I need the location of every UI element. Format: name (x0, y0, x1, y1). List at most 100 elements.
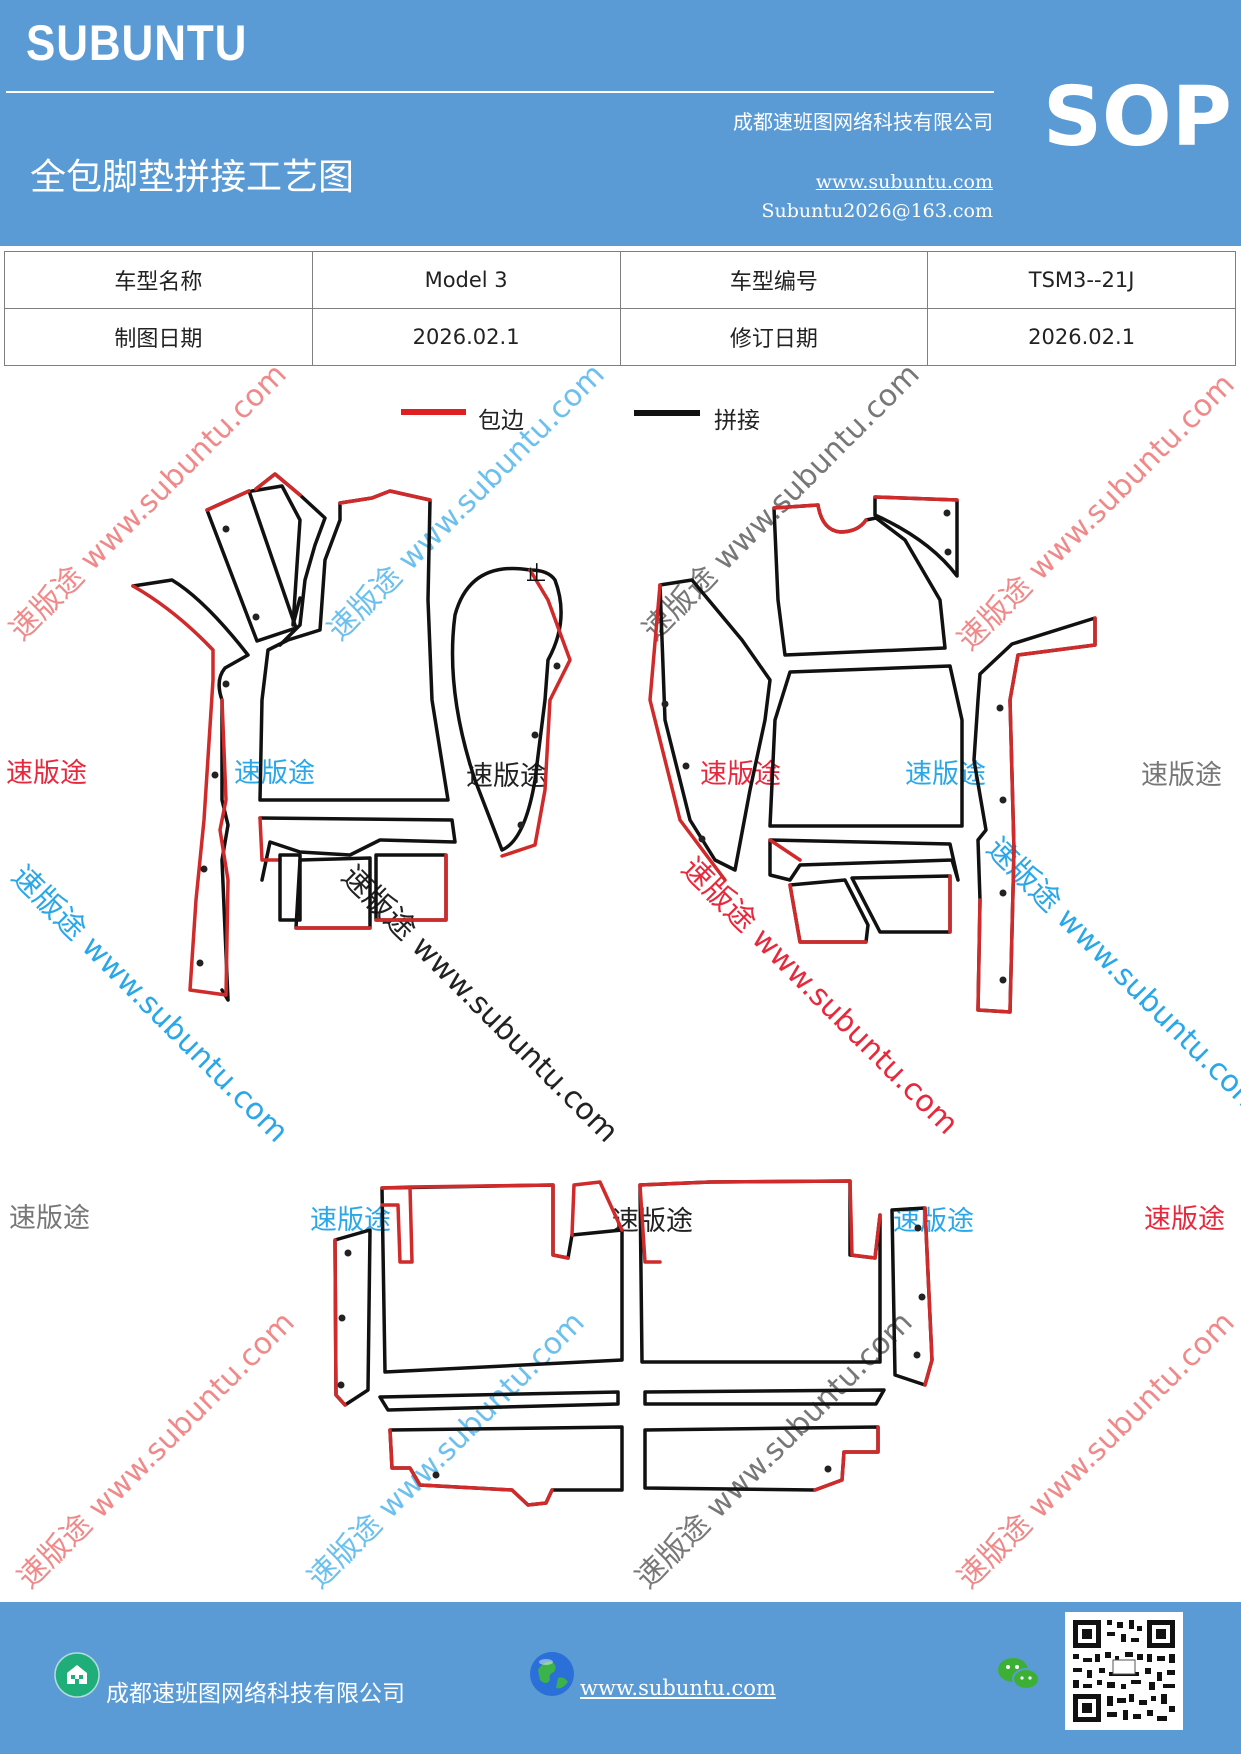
watermark-url: 速版途 www.subuntu.com (674, 851, 965, 1142)
hole-dot (337, 1381, 345, 1389)
mat-piece (658, 578, 772, 872)
mat-piece (873, 495, 959, 578)
globe-icon (530, 1652, 574, 1696)
revise-date-label: 修订日期 (619, 308, 929, 366)
car-code-value: TSM3--21J (927, 251, 1236, 309)
mat-piece (388, 1428, 554, 1507)
brand-logo: SUBUNTU (26, 15, 248, 71)
table-row: 车型名称 Model 3 车型编号 TSM3--21J (4, 251, 1236, 309)
hole-dot (222, 525, 230, 533)
header-email: Subuntu2026@163.com (761, 200, 993, 222)
mat-splicing-drawing: 包边 拼接 速版途 www.subuntu.com 速版途 www.subunt… (3, 365, 1241, 1596)
header-divider (6, 91, 994, 93)
mat-piece (638, 1179, 882, 1264)
watermark-url: 速版途 www.subuntu.com (321, 365, 612, 648)
hole-dot (918, 1293, 926, 1301)
rear-mat-set (333, 1179, 934, 1507)
building-icon (54, 1652, 100, 1698)
mat-piece (378, 1390, 620, 1412)
mat-piece (258, 816, 282, 862)
table-row: 制图日期 2026.02.1 修订日期 2026.02.1 (4, 308, 1236, 366)
wechat-icon (998, 1658, 1040, 1690)
watermark-layer: 速版途 www.subuntu.com 速版途 www.subuntu.com … (3, 365, 1241, 1596)
front-right-mat-set (648, 495, 1097, 1014)
hole-dot (211, 771, 219, 779)
hole-dot (824, 1465, 832, 1473)
watermark-url: 速版途 www.subuntu.com (334, 859, 625, 1150)
header-banner: SUBUNTU 成都速班图网络科技有限公司 全包脚垫拼接工艺图 www.subu… (0, 0, 1241, 246)
mat-piece (813, 1425, 880, 1492)
mat-piece (648, 583, 727, 882)
footer-banner: 成都速班图网络科技有限公司 www.subuntu.com (0, 1602, 1241, 1754)
watermark-url: 速版途 www.subuntu.com (4, 859, 295, 1150)
legend-red-label: 包边 (478, 408, 524, 434)
mat-piece (205, 489, 251, 512)
revise-date-value: 2026.02.1 (927, 308, 1236, 366)
watermark-label: 速版途 (234, 758, 315, 789)
mat-piece (768, 838, 802, 862)
header-company: 成都速班图网络科技有限公司 (733, 110, 993, 134)
mat-piece (788, 883, 868, 944)
watermark-url: 速版途 www.subuntu.com (3, 365, 294, 648)
hole-dot (517, 821, 525, 829)
hole-dot (944, 548, 952, 556)
mat-piece (873, 495, 959, 502)
hole-dot (531, 731, 539, 739)
hole-dot (344, 1249, 352, 1257)
stop-mark: 止 (526, 561, 546, 585)
watermark-url: 速版途 www.subuntu.com (301, 1305, 592, 1596)
mat-piece (768, 664, 964, 828)
mat-piece (374, 853, 448, 922)
mat-piece (278, 853, 302, 922)
mat-piece (250, 484, 302, 627)
info-table: 车型名称 Model 3 车型编号 TSM3--21J 制图日期 2026.02… (4, 251, 1236, 366)
hole-dot (996, 704, 1004, 712)
watermark-label: 速版途 (893, 1206, 974, 1237)
watermark-label: 速版途 (1141, 760, 1222, 791)
draw-date-value: 2026.02.1 (311, 308, 621, 366)
mat-piece (338, 489, 432, 505)
mat-piece (768, 838, 960, 882)
mat-piece (643, 1388, 886, 1406)
watermark-label: 速版途 (612, 1206, 693, 1237)
mat-piece (380, 1183, 624, 1374)
hole-dot (999, 976, 1007, 984)
mat-piece (131, 578, 250, 1002)
watermark-label: 速版途 (700, 759, 781, 790)
hole-dot (196, 959, 204, 967)
mat-piece (254, 472, 302, 497)
front-left-mat-set: 止 (131, 472, 572, 1002)
watermark-url: 速版途 www.subuntu.com (951, 1305, 1241, 1596)
hole-dot (682, 762, 690, 770)
hole-dot (999, 796, 1007, 804)
document-title: 全包脚垫拼接工艺图 (30, 157, 355, 198)
hole-dot (222, 680, 230, 688)
footer-company: 成都速班图网络科技有限公司 (106, 1681, 405, 1707)
hole-dot (913, 1351, 921, 1359)
mat-piece (500, 568, 572, 858)
watermark-url: 速版途 www.subuntu.com (951, 367, 1241, 658)
watermark-label: 速版途 (905, 759, 986, 790)
hole-dot (200, 865, 208, 873)
legend: 包边 拼接 (401, 408, 760, 434)
mat-piece (976, 616, 1097, 1014)
mat-piece (205, 489, 298, 643)
watermark-label: 速版途 (1144, 1204, 1225, 1235)
qr-code[interactable] (1065, 1612, 1183, 1730)
hole-dot (553, 662, 561, 670)
watermark-url: 速版途 www.subuntu.com (979, 831, 1241, 1122)
header-website-link[interactable]: www.subuntu.com (815, 171, 993, 193)
hole-dot (914, 1224, 922, 1232)
fixing-holes (196, 509, 1007, 1479)
hole-dot (698, 835, 706, 843)
hole-dot (252, 613, 260, 621)
footer-website-link[interactable]: www.subuntu.com (580, 1676, 776, 1700)
hole-dot (432, 1471, 440, 1479)
sop-badge: SOP (1043, 70, 1232, 165)
car-model-value: Model 3 (311, 251, 621, 309)
mat-piece (450, 566, 563, 852)
watermark-url: 速版途 www.subuntu.com (11, 1305, 302, 1596)
watermark-label: 速版途 (310, 1205, 391, 1236)
hole-dot (661, 700, 669, 708)
watermark-label: 速版途 (9, 1203, 90, 1234)
